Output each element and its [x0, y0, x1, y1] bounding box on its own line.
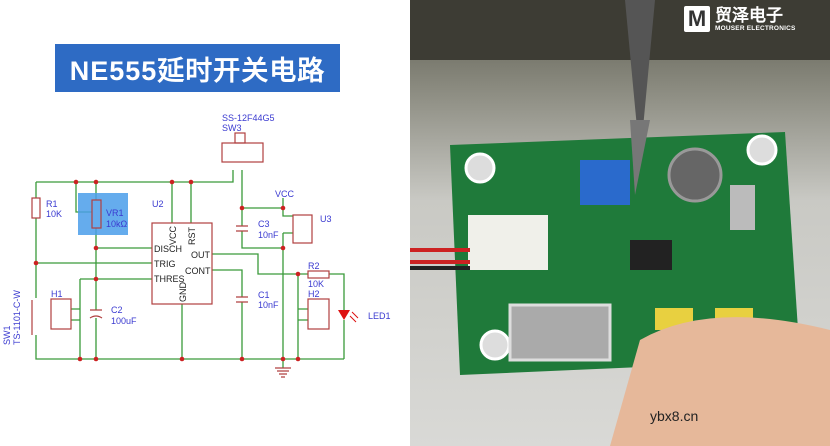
u3-body [292, 214, 313, 244]
r1-value: 10K [46, 209, 62, 219]
h2-ref: H2 [308, 289, 320, 299]
vr1-highlight[interactable] [78, 193, 128, 235]
u3-ref: U3 [320, 214, 332, 224]
r1-body [31, 197, 41, 219]
schematic: SS-12F44G5 SW3 R1 10K VR1 10kΩ U2 C3 10n… [2, 113, 391, 378]
u2-ref: U2 [152, 199, 164, 209]
c1-ref: C1 [258, 290, 270, 300]
wires [35, 170, 345, 368]
r2-body [307, 270, 330, 279]
pin-thres: THRES [154, 274, 185, 284]
r2-ref: R2 [308, 261, 320, 271]
diagram-title: NE555延时开关电路 [55, 44, 340, 92]
pcb-photo [410, 0, 830, 446]
pin-out: OUT [191, 250, 211, 260]
sw3-ref: SW3 [222, 123, 242, 133]
pin-gnd: GND [178, 282, 188, 303]
sw3-part: SS-12F44G5 [222, 113, 275, 123]
logo-cn: 贸泽电子 [715, 5, 783, 25]
pin-disch: DISCH [154, 244, 182, 254]
vr1-ref: VR1 [106, 208, 124, 218]
c2-value: 100uF [111, 316, 137, 326]
vcc-label: VCC [275, 189, 295, 199]
pcb-photo-illustration [410, 0, 830, 446]
mouser-logo: M 贸泽电子 MOUSER ELECTRONICS [684, 6, 796, 32]
pin-rst: RST [187, 226, 197, 245]
sw3-body [221, 142, 264, 163]
sw1-ref: SW1 [2, 325, 12, 345]
r2-value: 10K [308, 279, 324, 289]
c3-value: 10nF [258, 230, 279, 240]
h1-body [50, 298, 72, 330]
logo-en: MOUSER ELECTRONICS [715, 24, 796, 32]
vr1-value: 10kΩ [106, 219, 128, 229]
h1-ref: H1 [51, 289, 63, 299]
vr1-body [91, 199, 102, 229]
sw1-part: TS-1101-C-W [12, 290, 22, 345]
h2-body [307, 298, 330, 330]
junctions [33, 179, 301, 362]
pin-cont: CONT [185, 266, 211, 276]
led-ref: LED1 [368, 311, 391, 321]
c1-value: 10nF [258, 300, 279, 310]
led-symbol [338, 310, 350, 320]
r1-ref: R1 [46, 199, 58, 209]
u2-body [151, 222, 213, 305]
c3-ref: C3 [258, 219, 270, 229]
pin-trig: TRIG [154, 259, 176, 269]
schematic-panel: NE555延时开关电路 SS-12F44G5 SW3 R1 10K VR1 10… [0, 0, 410, 446]
components [31, 132, 330, 378]
pin-vcc: VCC [168, 225, 178, 245]
watermark: ybx8.cn [650, 408, 699, 424]
logo-mark: M [684, 6, 710, 32]
c2-ref: C2 [111, 305, 123, 315]
